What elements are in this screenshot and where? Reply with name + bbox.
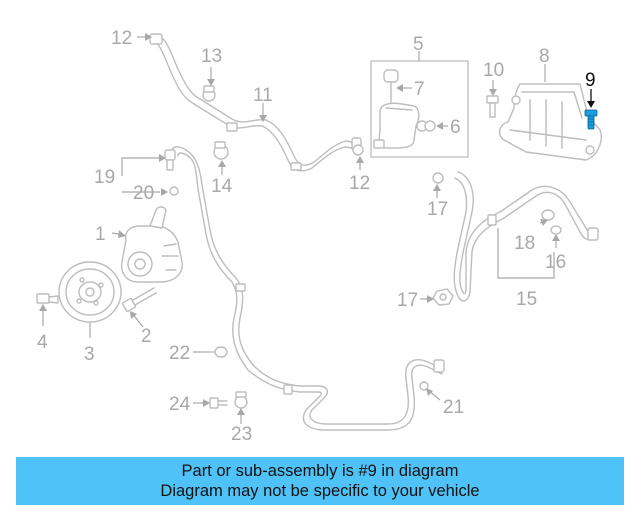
callout-12-right[interactable]: 12 <box>349 173 370 194</box>
bracket-8 <box>498 83 602 161</box>
leader-lines <box>39 33 560 424</box>
clamp-14 <box>213 141 229 160</box>
banner-line-2: Diagram may not be specific to your vehi… <box>160 482 480 500</box>
callout-1[interactable]: 1 <box>95 224 106 245</box>
callout-11[interactable]: 11 <box>253 85 273 106</box>
washer-19 <box>541 209 555 221</box>
callout-12-top[interactable]: 12 <box>111 28 132 49</box>
clamp-17 <box>432 172 444 184</box>
nut-18 <box>432 288 454 306</box>
callout-5[interactable]: 5 <box>413 34 424 55</box>
callout-20[interactable]: 19 <box>94 167 115 188</box>
callout-6[interactable]: 6 <box>450 117 461 138</box>
callout-numbers: 12 13 11 5 7 6 10 8 9 19 20 14 12 17 18 … <box>37 28 596 445</box>
callout-23[interactable]: 22 <box>169 343 190 364</box>
banner-line-1: Part or sub-assembly is #9 in diagram <box>181 462 459 480</box>
bolt-20 <box>166 159 174 171</box>
callout-8[interactable]: 8 <box>539 46 550 67</box>
callout-17[interactable]: 17 <box>427 199 448 220</box>
callout-14[interactable]: 14 <box>211 176 233 197</box>
leader-9 <box>587 89 595 108</box>
callout-9[interactable]: 9 <box>585 70 596 91</box>
callout-19[interactable]: 18 <box>514 233 535 254</box>
callout-22[interactable]: 21 <box>443 397 464 418</box>
callout-24[interactable]: 23 <box>231 424 252 445</box>
callout-3[interactable]: 3 <box>84 344 95 365</box>
callout-4[interactable]: 4 <box>37 332 48 353</box>
clamp-12b <box>352 144 364 156</box>
washer-16 <box>550 225 562 235</box>
callout-25[interactable]: 24 <box>169 394 191 415</box>
callout-2[interactable]: 2 <box>141 326 152 347</box>
callout-21[interactable]: 20 <box>133 183 154 204</box>
bolt-10 <box>486 95 499 118</box>
power-steering-pump-1 <box>120 206 183 283</box>
callout-16[interactable]: 16 <box>545 252 566 273</box>
callout-15[interactable]: 15 <box>516 289 537 310</box>
small-parts <box>36 85 562 409</box>
hose-20 <box>164 146 445 431</box>
hose-15 <box>453 171 599 302</box>
seal-6 <box>424 120 436 132</box>
clamp-13 <box>202 85 216 102</box>
pulley-3 <box>58 261 122 323</box>
highlighted-bolt-9[interactable] <box>584 109 598 130</box>
parts-diagram: 12 13 11 5 7 6 10 8 9 19 20 14 12 17 18 … <box>36 28 602 445</box>
bolt-2 <box>121 287 157 313</box>
washer-21 <box>169 186 179 196</box>
callout-10[interactable]: 10 <box>483 60 504 81</box>
bolt-4 <box>36 293 59 304</box>
reservoir-assembly-5 <box>370 60 469 158</box>
callout-7[interactable]: 7 <box>414 79 425 100</box>
callout-13[interactable]: 13 <box>201 46 222 67</box>
info-banner: Part or sub-assembly is #9 in diagram Di… <box>16 457 624 505</box>
bolt-25 <box>209 397 228 409</box>
clamp-24 <box>234 391 248 409</box>
fitting-23 <box>203 346 228 358</box>
